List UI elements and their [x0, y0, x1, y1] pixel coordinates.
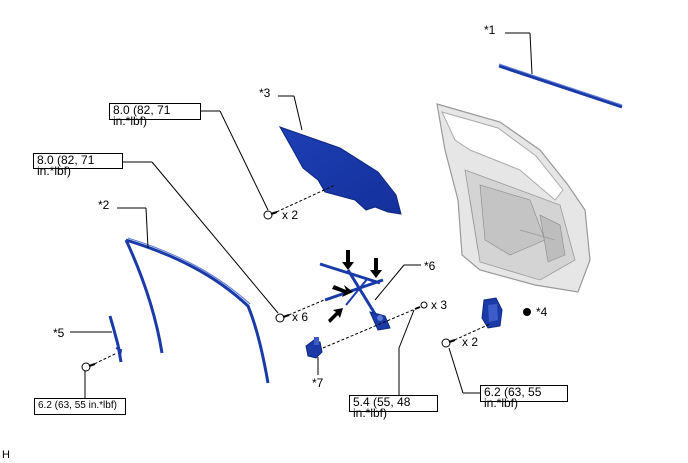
part-3-door-glass — [278, 126, 402, 215]
motor-bolt-dashed-line — [322, 306, 421, 349]
part-2-run-channel — [124, 237, 270, 384]
part-1-weatherstrip — [498, 63, 623, 109]
part-7-regulator-motor — [305, 337, 323, 359]
channel-bolt-icon — [81, 362, 96, 372]
corner-mark: H — [2, 449, 10, 461]
leader-torque-regulator-b — [151, 161, 279, 314]
torque-channel-box: 6.2 (63, 55 in.*lbf) — [34, 398, 126, 415]
leader-6b — [374, 264, 405, 301]
callout-4: *4 — [536, 305, 548, 319]
qty-bracket-bolts: x 2 — [462, 335, 478, 349]
torque-glass-box: 8.0 (82, 71 in.*lbf) — [109, 103, 201, 127]
glass-bolt-icon — [263, 210, 278, 220]
bracket-bolt-dashed-line — [449, 323, 491, 343]
leader-3b — [293, 95, 303, 131]
torque-bracket-box: 6.2 (63, 55 in.*lbf) — [480, 385, 568, 409]
qty-motor-bolts: x 3 — [431, 298, 447, 312]
motor-bolt-icon — [414, 301, 428, 310]
part-5-lower-channel — [108, 315, 123, 363]
torque-motor-box: 5.4 (55, 48 in.*lbf) — [349, 395, 438, 419]
bullet-dot-icon — [523, 308, 531, 316]
callout-2: *2 — [98, 198, 110, 212]
torque-regulator-box: 8.0 (82, 71 in.*lbf) — [33, 153, 123, 177]
regulator-bolt-dashed-line — [283, 299, 325, 318]
leader-1b — [529, 32, 533, 75]
callout-7: *7 — [312, 376, 324, 390]
regulator-bolt-icon — [275, 313, 290, 323]
qty-glass-bolts: x 2 — [282, 208, 298, 222]
callout-3: *3 — [259, 86, 271, 100]
bracket-bolt-icon — [441, 338, 456, 348]
callout-5: *5 — [53, 326, 65, 340]
leader-torque-bracket — [448, 347, 464, 394]
callout-6: *6 — [424, 259, 436, 273]
leader-torque-glass-b — [219, 110, 269, 211]
part-4-bracket — [481, 297, 503, 329]
glass-bolt-dashed-line — [271, 184, 336, 215]
leader-torque-motor — [398, 309, 415, 349]
leader-2b — [145, 207, 149, 249]
regulator-arrow-icons — [328, 250, 382, 323]
qty-regulator-bolts: x 6 — [292, 310, 308, 324]
callout-1: *1 — [484, 23, 496, 37]
part-6-window-regulator — [319, 262, 391, 331]
door-panel — [436, 103, 591, 293]
